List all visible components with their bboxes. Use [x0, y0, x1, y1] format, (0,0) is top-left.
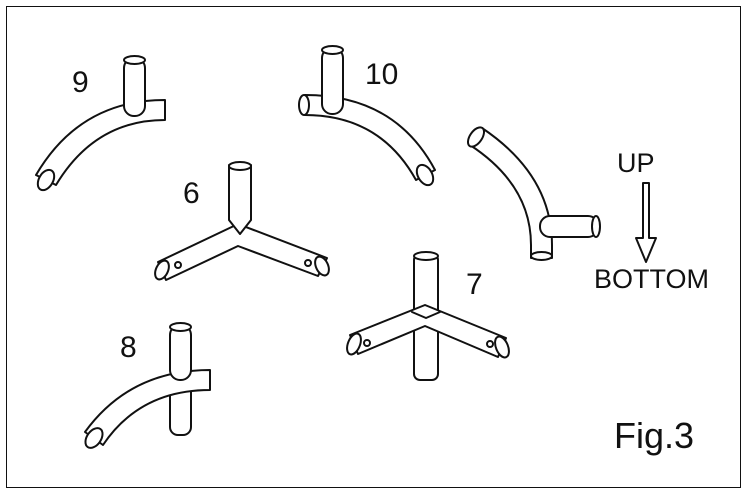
connector-8	[84, 322, 211, 449]
connector-6	[154, 161, 330, 281]
connector-7	[346, 251, 510, 381]
connector-bent	[467, 126, 601, 261]
part-label-6: 6	[183, 177, 200, 210]
part-label-7: 7	[466, 268, 483, 301]
connector-10	[298, 45, 436, 187]
direction-bottom-label: BOTTOM	[594, 264, 710, 294]
figure-caption: Fig.3	[614, 415, 695, 456]
connector-9	[35, 55, 166, 192]
part-label-8: 8	[120, 331, 137, 364]
part-label-9: 9	[72, 66, 89, 99]
direction-arrow	[635, 182, 657, 263]
part-label-10: 10	[365, 58, 399, 91]
direction-up-label: UP	[617, 148, 655, 178]
